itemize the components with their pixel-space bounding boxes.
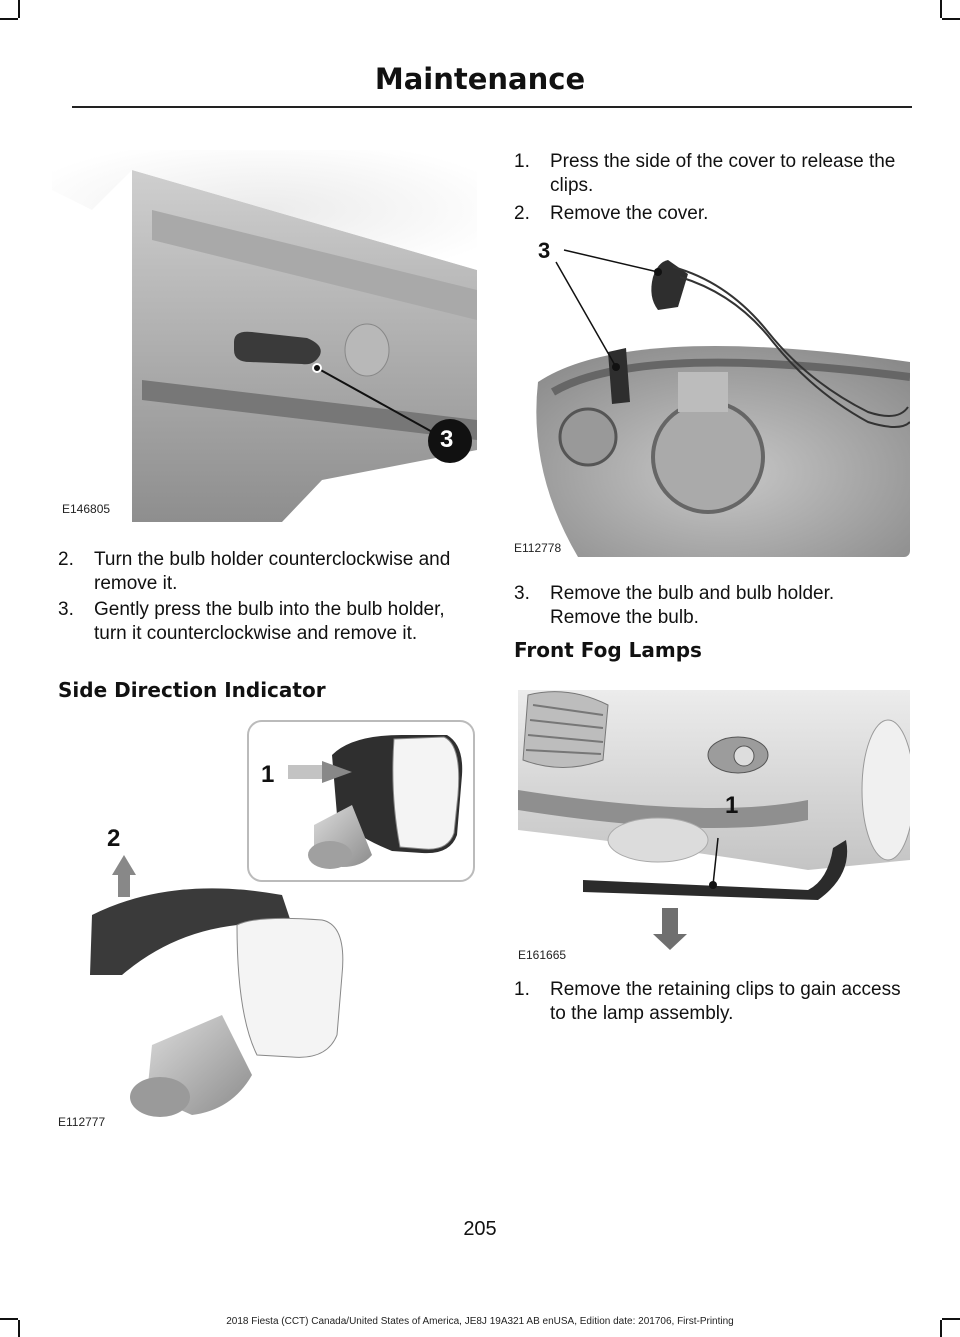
crop-mark bbox=[942, 1318, 960, 1320]
step-number: 1. bbox=[514, 151, 530, 172]
crop-mark bbox=[0, 18, 18, 20]
step-text: Remove the cover. bbox=[550, 203, 709, 224]
step-item: 2. Turn the bulb holder counterclockwise… bbox=[58, 548, 478, 596]
step-text: Remove the bulb and bulb holder. Remove … bbox=[550, 583, 835, 628]
crop-mark bbox=[940, 1320, 942, 1337]
step-number: 3. bbox=[58, 599, 74, 620]
figure3-code: E112778 bbox=[514, 541, 562, 555]
step-item: 2. Remove the cover. bbox=[514, 202, 904, 226]
figure4-callout: 1 bbox=[725, 792, 739, 819]
page-title: Maintenance bbox=[374, 62, 586, 96]
section-heading-side-indicator: Side Direction Indicator bbox=[58, 678, 326, 702]
step-number: 2. bbox=[514, 203, 530, 224]
crop-mark bbox=[18, 1320, 20, 1337]
step-number: 3. bbox=[514, 583, 530, 604]
step-item: 3. Remove the bulb and bulb holder. Remo… bbox=[514, 582, 904, 630]
step-number: 1. bbox=[514, 979, 530, 1000]
figure-fog-lamp-clips: 1 E161665 bbox=[508, 680, 910, 965]
section-heading-fog-lamps: Front Fog Lamps bbox=[514, 638, 702, 662]
figure1-callout: 3 bbox=[440, 426, 454, 453]
step-text: Remove the retaining clips to gain acces… bbox=[550, 979, 901, 1024]
figure4-code: E161665 bbox=[518, 948, 567, 962]
crop-mark bbox=[942, 18, 960, 20]
crop-mark bbox=[18, 0, 20, 18]
step-text: Turn the bulb holder counterclockwise an… bbox=[94, 549, 451, 594]
figure2-callout-2: 2 bbox=[107, 825, 121, 852]
step-text: Gently press the bulb into the bulb hold… bbox=[94, 599, 445, 644]
step-text: Press the side of the cover to release t… bbox=[550, 151, 896, 196]
crop-mark bbox=[940, 0, 942, 18]
figure2-code: E112777 bbox=[58, 1115, 106, 1129]
figure3-callout: 3 bbox=[538, 238, 551, 263]
figure-bulb-holder: 3 E146805 bbox=[52, 150, 477, 522]
footer-edition-info: 2018 Fiesta (CCT) Canada/United States o… bbox=[226, 1316, 734, 1327]
figure-mirror-cover: 1 2 E112777 bbox=[52, 715, 477, 1135]
figure2-callout-1: 1 bbox=[261, 761, 275, 788]
page-number: 205 bbox=[463, 1218, 497, 1240]
crop-mark bbox=[0, 1318, 18, 1320]
figure-headlamp-bulb: 3 E112778 bbox=[508, 232, 910, 557]
step-number: 2. bbox=[58, 549, 74, 570]
figure1-code: E146805 bbox=[62, 502, 111, 516]
step-item: 1. Press the side of the cover to releas… bbox=[514, 150, 904, 198]
step-item: 3. Gently press the bulb into the bulb h… bbox=[58, 598, 478, 646]
step-item: 1. Remove the retaining clips to gain ac… bbox=[514, 978, 904, 1026]
header-rule bbox=[72, 106, 912, 108]
